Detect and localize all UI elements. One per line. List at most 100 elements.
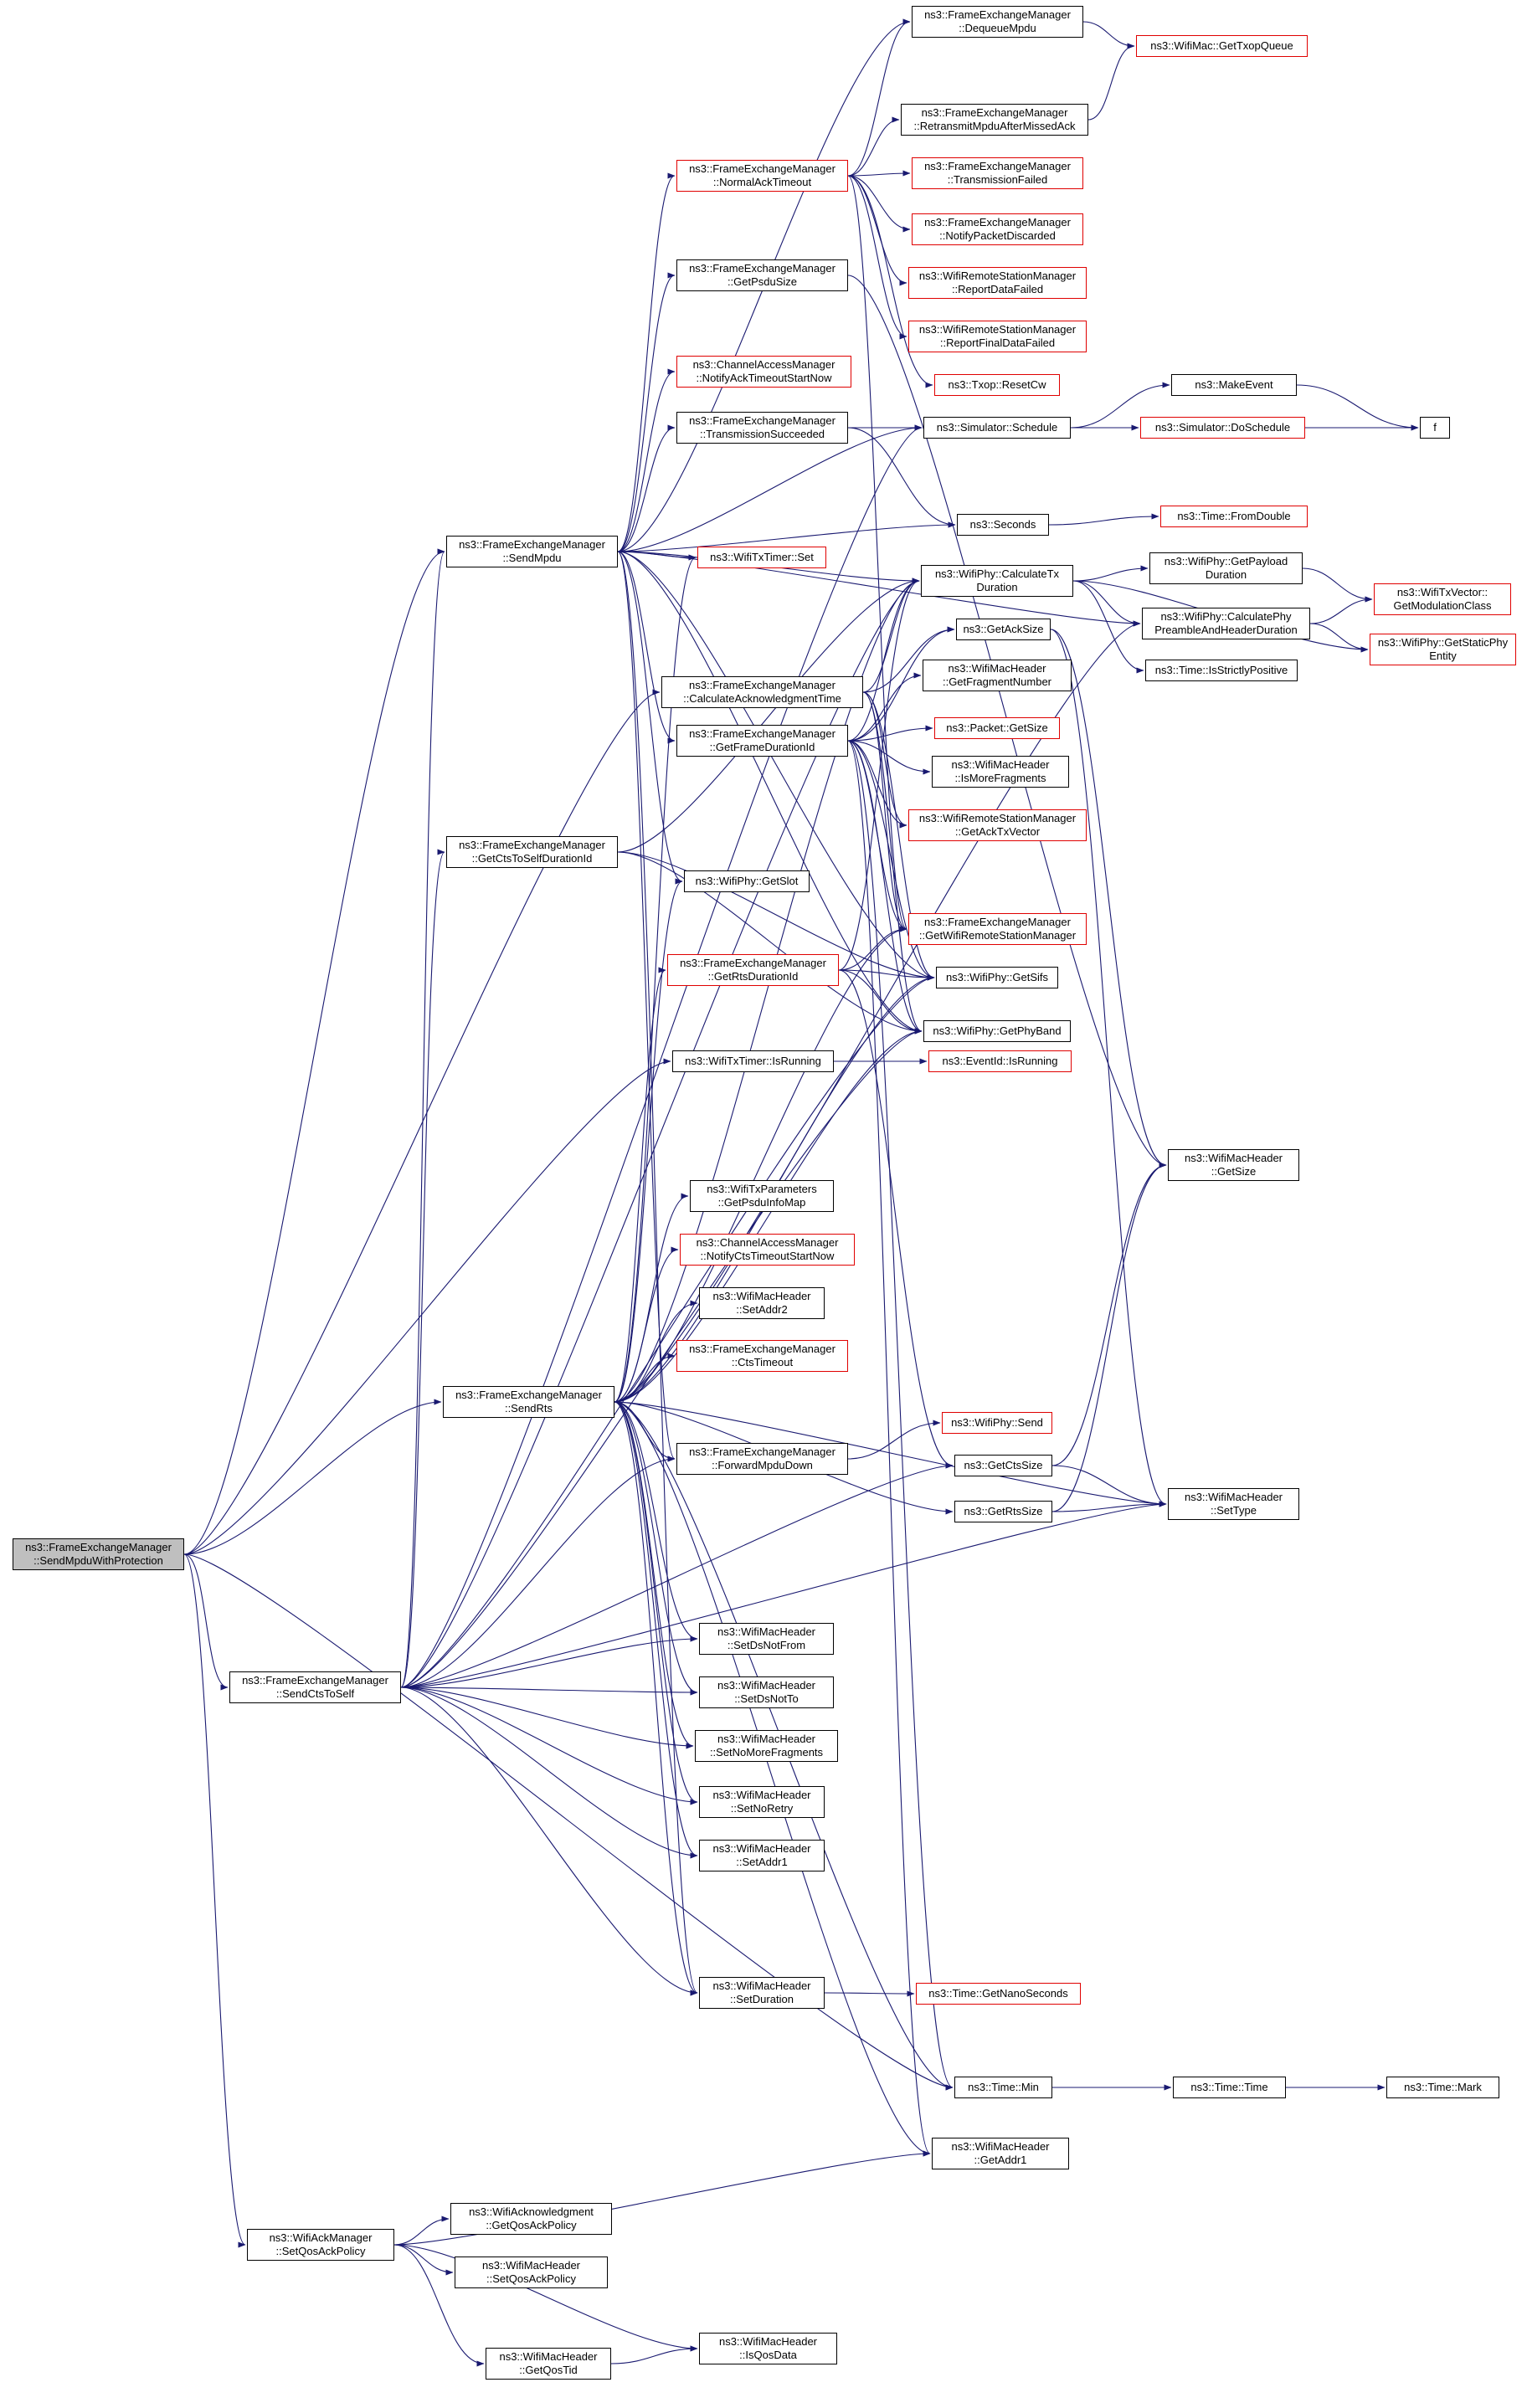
edge-SimulatorSchedule-to-MakeEvent [1070,382,1170,429]
node-ReportFinalDataFailed[interactable]: ns3::WifiRemoteStationManager ::ReportFi… [908,321,1087,352]
edge-GetRtsDurationId-to-GetWifiRemoteStationManager [838,926,907,971]
node-TransmissionFailed[interactable]: ns3::FrameExchangeManager ::Transmission… [912,157,1083,189]
node-SetNoRetry[interactable]: ns3::WifiMacHeader ::SetNoRetry [699,1786,825,1818]
node-CtsTimeout[interactable]: ns3::FrameExchangeManager ::CtsTimeout [676,1340,848,1372]
node-RetransmitMpduAfterMissedAck[interactable]: ns3::FrameExchangeManager ::RetransmitMp… [901,104,1088,136]
edge-SendMpdu-to-GetPsduSize [617,272,676,552]
node-GetSifs[interactable]: ns3::WifiPhy::GetSifs [936,967,1058,988]
edge-SendMpdu-to-Seconds [617,521,956,552]
edge-GetFrameDurationId-to-GetAckTxVector [847,740,907,829]
node-TimeMin[interactable]: ns3::Time::Min [954,2077,1052,2098]
edge-GetQosTid-to-IsQosData [610,2345,698,2364]
node-SendMpdu[interactable]: ns3::FrameExchangeManager ::SendMpdu [446,536,618,567]
node-GetQosTid[interactable]: ns3::WifiMacHeader ::GetQosTid [486,2348,611,2380]
node-GetPsduSize[interactable]: ns3::FrameExchangeManager ::GetPsduSize [676,259,848,291]
edge-WifiAckManagerSetQosAckPolicy-to-WifiAckGetQosAckPolicy [393,2215,450,2246]
node-CalculateAcknowledgmentTime[interactable]: ns3::FrameExchangeManager ::CalculateAck… [661,676,863,708]
edge-SendCtsToSelf-to-SetAddr1 [400,1687,698,1859]
node-GetCtsToSelfDurationId[interactable]: ns3::FrameExchangeManager ::GetCtsToSelf… [446,836,618,868]
node-WifiPhySend[interactable]: ns3::WifiPhy::Send [942,1412,1052,1434]
node-SimulatorSchedule[interactable]: ns3::Simulator::Schedule [923,417,1071,439]
node-Seconds[interactable]: ns3::Seconds [957,514,1049,536]
edge-CalculatePhyPreambleAndHeaderDuration-to-GetModulationClass [1309,596,1373,624]
edge-SendMpduWithProtection-to-SendRts [183,1399,442,1555]
edge-SendRts-to-SetAddr1 [614,1401,698,1859]
node-TransmissionSucceeded[interactable]: ns3::FrameExchangeManager ::Transmission… [676,412,848,444]
node-NormalAckTimeout[interactable]: ns3::FrameExchangeManager ::NormalAckTim… [676,160,848,192]
node-WifiMacHeaderGetSize[interactable]: ns3::WifiMacHeader ::GetSize [1168,1149,1299,1181]
node-SendRts[interactable]: ns3::FrameExchangeManager ::SendRts [443,1386,614,1418]
edge-SendRts-to-SetDsNotTo [614,1401,698,1696]
node-GetRtsDurationId[interactable]: ns3::FrameExchangeManager ::GetRtsDurati… [667,954,839,986]
node-FromDouble[interactable]: ns3::Time::FromDouble [1160,506,1308,527]
node-DequeueMpdu[interactable]: ns3::FrameExchangeManager ::DequeueMpdu [912,6,1083,38]
edge-GetCtsSize-to-SetType [1051,1465,1167,1507]
node-CalculatePhyPreambleAndHeaderDuration[interactable]: ns3::WifiPhy::CalculatePhy PreambleAndHe… [1142,608,1310,639]
node-CalculateTxDuration[interactable]: ns3::WifiPhy::CalculateTx Duration [921,565,1073,597]
edge-SendRts-to-GetSlot [614,878,683,1403]
node-GetFrameDurationId[interactable]: ns3::FrameExchangeManager ::GetFrameDura… [676,725,848,757]
node-SendCtsToSelf[interactable]: ns3::FrameExchangeManager ::SendCtsToSel… [229,1671,401,1703]
node-GetSlot[interactable]: ns3::WifiPhy::GetSlot [684,870,810,892]
edge-SendCtsToSelf-to-SetNoMoreFragments [400,1687,694,1749]
node-SendMpduWithProtection[interactable]: ns3::FrameExchangeManager ::SendMpduWith… [13,1538,184,1570]
node-ForwardMpduDown[interactable]: ns3::FrameExchangeManager ::ForwardMpduD… [676,1443,848,1475]
node-SetDuration[interactable]: ns3::WifiMacHeader ::SetDuration [699,1977,825,2009]
node-SetAddr1[interactable]: ns3::WifiMacHeader ::SetAddr1 [699,1840,825,1871]
node-SetNoMoreFragments[interactable]: ns3::WifiMacHeader ::SetNoMoreFragments [695,1730,838,1762]
node-NotifyPacketDiscarded[interactable]: ns3::FrameExchangeManager ::NotifyPacket… [912,213,1083,245]
node-IsMoreFragments[interactable]: ns3::WifiMacHeader ::IsMoreFragments [932,756,1069,788]
node-GetAckSize[interactable]: ns3::GetAckSize [956,619,1051,640]
edge-DequeueMpdu-to-GetTxopQueue [1082,21,1135,49]
edge-TransmissionSucceeded-to-Seconds [847,427,956,528]
node-TimeMark[interactable]: ns3::Time::Mark [1386,2077,1499,2098]
edge-SendRts-to-CalculateTxDuration [614,578,920,1403]
node-NotifyCtsTimeoutStartNow[interactable]: ns3::ChannelAccessManager ::NotifyCtsTim… [680,1234,855,1266]
node-ResetCw[interactable]: ns3::Txop::ResetCw [934,374,1060,396]
edge-SendMpduWithProtection-to-CalculateAcknowledgmentTime [183,689,661,1555]
node-SetDsNotFrom[interactable]: ns3::WifiMacHeader ::SetDsNotFrom [699,1623,834,1655]
node-PacketGetSize[interactable]: ns3::Packet::GetSize [934,717,1060,739]
node-WifiAckManagerSetQosAckPolicy[interactable]: ns3::WifiAckManager ::SetQosAckPolicy [247,2229,394,2261]
node-MakeEvent[interactable]: ns3::MakeEvent [1171,374,1297,396]
node-WifiTxTimerSet[interactable]: ns3::WifiTxTimer::Set [697,547,826,568]
node-GetTxopQueue[interactable]: ns3::WifiMac::GetTxopQueue [1136,35,1308,57]
node-GetModulationClass[interactable]: ns3::WifiTxVector:: GetModulationClass [1374,583,1511,615]
edge-GetPayloadDuration-to-GetModulationClass [1302,567,1373,603]
node-DoSchedule[interactable]: ns3::Simulator::DoSchedule [1140,417,1305,439]
node-GetPsduInfoMap[interactable]: ns3::WifiTxParameters ::GetPsduInfoMap [690,1180,834,1212]
node-SetAddr2[interactable]: ns3::WifiMacHeader ::SetAddr2 [699,1287,825,1319]
edge-SendMpdu-to-TransmissionSucceeded [617,424,676,552]
node-TimeTime[interactable]: ns3::Time::Time [1173,2077,1286,2098]
node-GetCtsSize[interactable]: ns3::GetCtsSize [954,1455,1052,1476]
node-IsStrictlyPositive[interactable]: ns3::Time::IsStrictlyPositive [1145,660,1298,681]
edges-group [183,18,1419,2367]
node-SetType[interactable]: ns3::WifiMacHeader ::SetType [1168,1488,1299,1520]
edge-ForwardMpduDown-to-WifiPhySend [847,1420,941,1460]
edge-SendCtsToSelf-to-GetCtsSize [400,1462,954,1688]
node-WifiMacHeaderSetQosAckPolicy[interactable]: ns3::WifiMacHeader ::SetQosAckPolicy [455,2257,608,2288]
node-f[interactable]: f [1420,417,1450,439]
edge-NormalAckTimeout-to-NotifyPacketDiscarded [847,175,911,233]
node-ReportDataFailed[interactable]: ns3::WifiRemoteStationManager ::ReportDa… [908,267,1087,299]
node-WifiAckGetQosAckPolicy[interactable]: ns3::WifiAcknowledgment ::GetQosAckPolic… [450,2203,612,2235]
node-GetWifiRemoteStationManager[interactable]: ns3::FrameExchangeManager ::GetWifiRemot… [908,913,1087,945]
node-IsQosData[interactable]: ns3::WifiMacHeader ::IsQosData [699,2333,837,2364]
node-GetRtsSize[interactable]: ns3::GetRtsSize [954,1501,1052,1522]
node-GetPayloadDuration[interactable]: ns3::WifiPhy::GetPayload Duration [1149,552,1303,584]
node-SetDsNotTo[interactable]: ns3::WifiMacHeader ::SetDsNotTo [699,1676,834,1708]
edge-CalculateAcknowledgmentTime-to-CalculateTxDuration [862,578,920,693]
node-EventIdIsRunning[interactable]: ns3::EventId::IsRunning [928,1050,1072,1072]
edge-GetCtsToSelfDurationId-to-GetPhyBand [617,851,923,1035]
node-WifiTxTimerIsRunning[interactable]: ns3::WifiTxTimer::IsRunning [672,1050,834,1072]
edge-SendRts-to-SetNoRetry [614,1401,698,1805]
edge-GetRtsSize-to-SetType [1051,1501,1167,1512]
node-NotifyAckTimeoutStartNow[interactable]: ns3::ChannelAccessManager ::NotifyAckTim… [676,356,851,388]
node-GetNanoSeconds[interactable]: ns3::Time::GetNanoSeconds [916,1983,1081,2005]
node-GetFragmentNumber[interactable]: ns3::WifiMacHeader ::GetFragmentNumber [923,660,1072,691]
node-GetPhyBand[interactable]: ns3::WifiPhy::GetPhyBand [923,1020,1071,1042]
node-GetStaticPhyEntity[interactable]: ns3::WifiPhy::GetStaticPhy Entity [1370,634,1516,665]
node-GetAddr1[interactable]: ns3::WifiMacHeader ::GetAddr1 [932,2138,1069,2169]
node-GetAckTxVector[interactable]: ns3::WifiRemoteStationManager ::GetAckTx… [908,809,1087,841]
edge-GetFrameDurationId-to-GetSifs [847,740,935,981]
